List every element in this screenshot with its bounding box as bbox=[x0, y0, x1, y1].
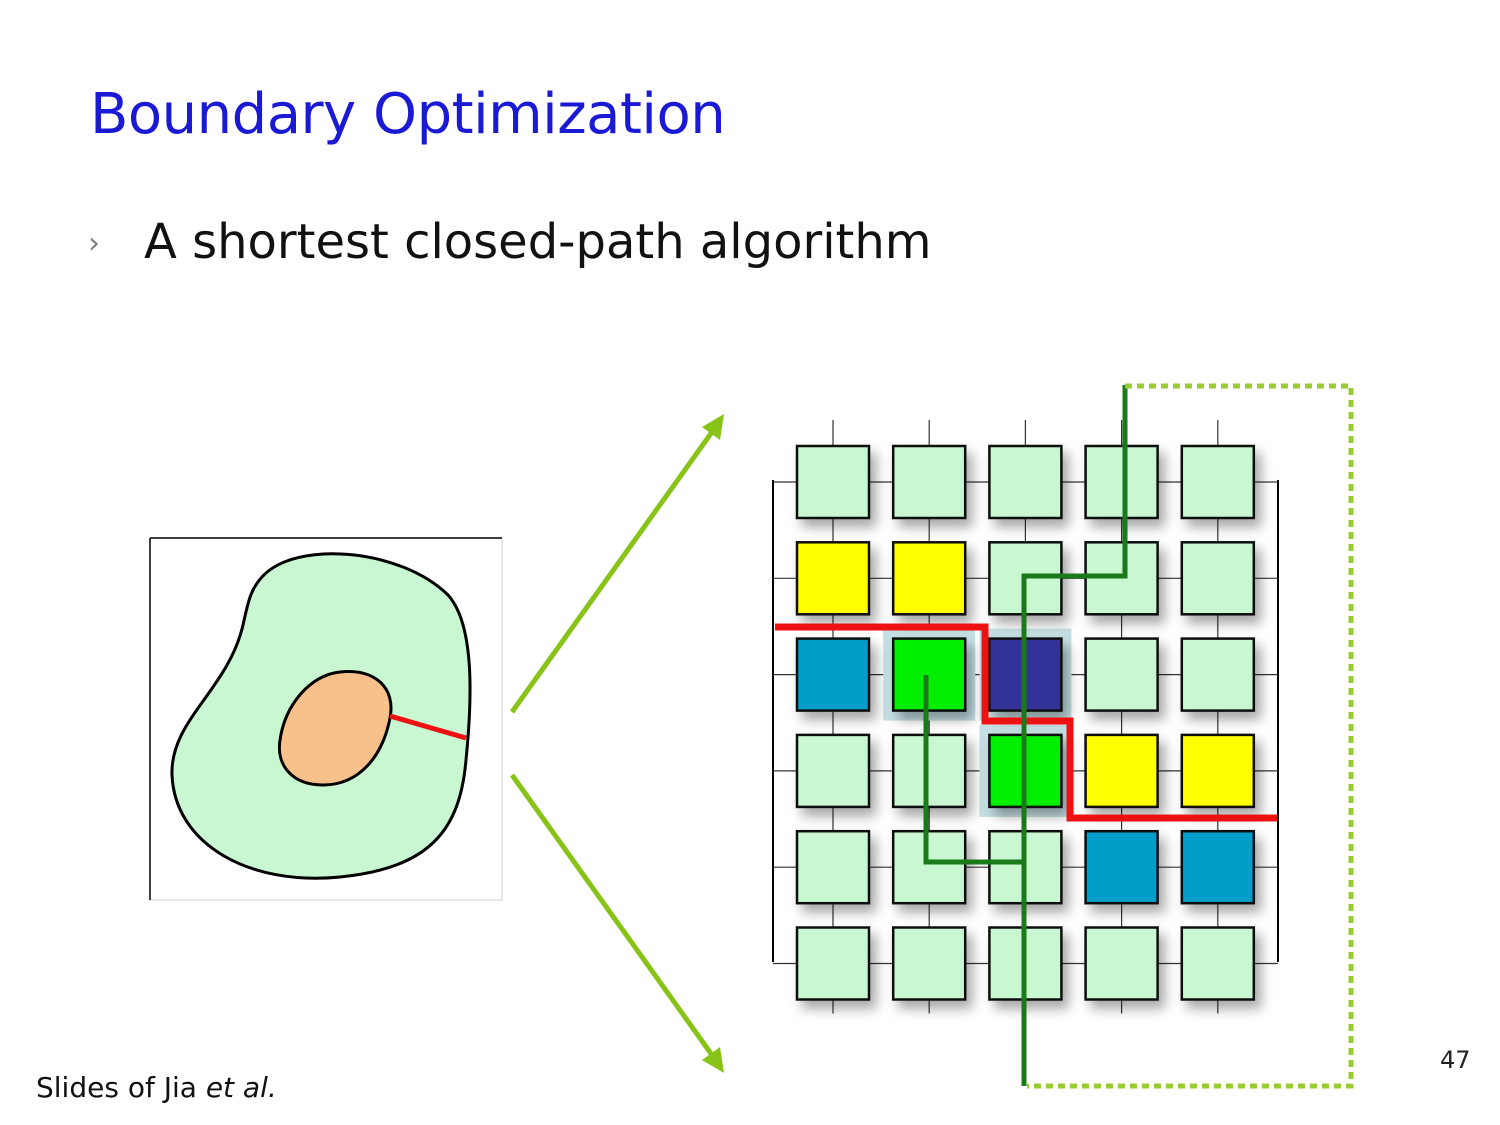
grid-cell-yellow bbox=[1180, 733, 1256, 809]
grid-cell-default bbox=[1180, 926, 1256, 1001]
grid-cell-default bbox=[795, 829, 871, 905]
region-figure bbox=[149, 537, 503, 901]
grid-cell-default bbox=[891, 444, 967, 520]
grid-cell-default bbox=[795, 926, 871, 1001]
grid-cell-default bbox=[795, 733, 871, 809]
expansion-arrows bbox=[509, 414, 724, 1073]
grid-cell-teal bbox=[1084, 829, 1159, 905]
grid-cell-default bbox=[1084, 926, 1159, 1001]
grid-cell-default bbox=[1180, 541, 1256, 616]
grid-cell-teal bbox=[795, 637, 871, 712]
cut-edge bbox=[389, 713, 467, 741]
source-italic: et al. bbox=[205, 1071, 277, 1104]
grid-cell-default bbox=[1084, 444, 1159, 520]
arrow-down-head bbox=[702, 1047, 724, 1073]
slide-title: Boundary Optimization bbox=[90, 82, 726, 147]
grid-cell-teal bbox=[1180, 829, 1256, 905]
grid-cell-yellow bbox=[891, 541, 967, 616]
cut-path bbox=[775, 623, 1277, 822]
grid-cell-default bbox=[1180, 637, 1256, 712]
bullet-text: A shortest closed-path algorithm bbox=[144, 214, 932, 270]
source-prefix: Slides of Jia bbox=[36, 1071, 206, 1104]
grid-cell-default bbox=[891, 829, 967, 905]
grid-cell-green bbox=[891, 637, 967, 712]
page-number: 47 bbox=[1440, 1046, 1471, 1074]
grid-cell-default bbox=[891, 926, 967, 1001]
shortest-path-branch bbox=[923, 675, 1024, 865]
grid-cell-default bbox=[1180, 444, 1256, 520]
arrow-up-head bbox=[702, 414, 724, 440]
closing-loop bbox=[1027, 383, 1354, 1089]
grid-cell-default bbox=[891, 733, 967, 809]
arrow-up-shaft bbox=[509, 430, 715, 714]
nucleus bbox=[277, 670, 393, 787]
grid-cell-default bbox=[988, 444, 1063, 520]
source-credit: Slides of Jia et al. bbox=[36, 1071, 277, 1104]
grid-cell-default bbox=[795, 444, 871, 520]
grid-cell-yellow bbox=[1084, 733, 1159, 809]
grid-cell-yellow bbox=[795, 541, 871, 616]
arrow-down-shaft bbox=[509, 773, 715, 1057]
bullet-marker: › bbox=[88, 226, 100, 261]
shortest-path bbox=[1021, 385, 1128, 1086]
grid-cell-default bbox=[1084, 637, 1159, 712]
